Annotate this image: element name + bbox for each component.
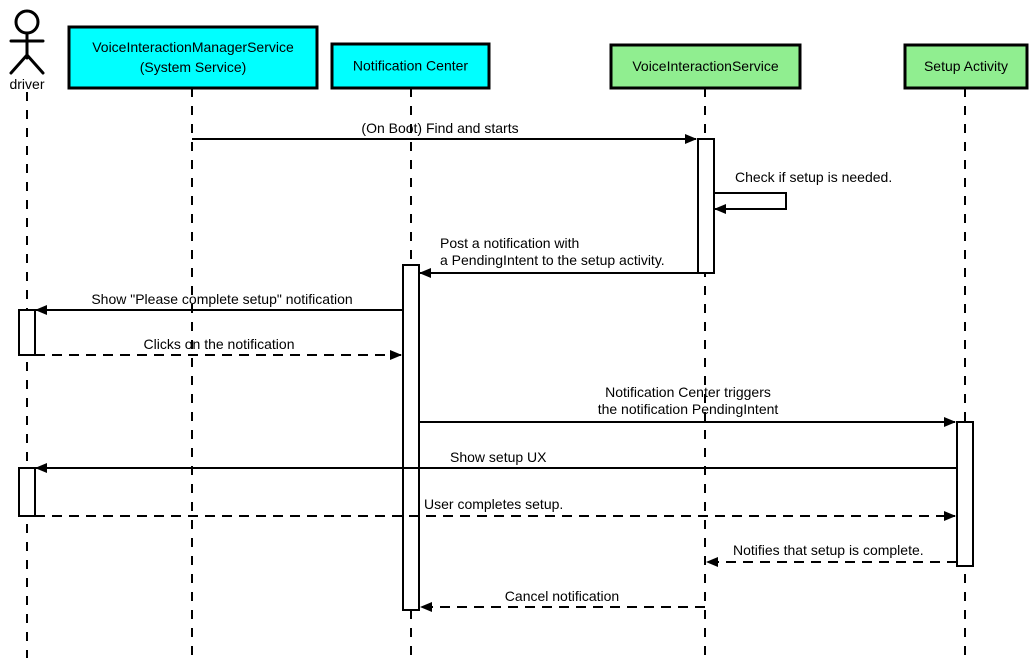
participant-label-vis: VoiceInteractionService <box>632 58 779 74</box>
message-label: Post a notification with <box>440 235 579 251</box>
message-msg-cancel-notification[interactable]: Cancel notification <box>420 588 705 612</box>
participant-box-vims[interactable]: VoiceInteractionManagerService (System Se… <box>67 25 319 90</box>
activation-bar-vis <box>697 138 715 274</box>
message-label: Clicks on the notification <box>144 336 295 352</box>
message-label: Cancel notification <box>505 588 619 604</box>
activation-bar-driver <box>18 467 36 517</box>
activation-bar-setup_activity <box>956 421 974 567</box>
participant-box-rect-notification_center <box>330 42 491 90</box>
message-arrow-self <box>714 192 787 214</box>
actor-head-icon <box>14 9 40 35</box>
message-msg-user-completes-setup[interactable]: User completes setup. <box>35 496 956 521</box>
message-label: the notification PendingIntent <box>598 401 779 417</box>
message-msg-notifies-complete[interactable]: Notifies that setup is complete. <box>706 542 957 567</box>
message-msg-clicks-notification[interactable]: Clicks on the notification <box>35 336 402 360</box>
message-label: Show setup UX <box>450 449 547 465</box>
participant-label-setup_activity: Setup Activity <box>924 58 1008 74</box>
participant-box-notification_center[interactable]: Notification Center <box>330 42 491 90</box>
activation-bar-driver <box>18 309 36 356</box>
message-msg-show-setup-ux[interactable]: Show setup UX <box>35 449 957 473</box>
message-label: User completes setup. <box>424 496 563 512</box>
actor-label-driver: driver <box>9 76 44 92</box>
message-msg-check-setup[interactable]: Check if setup is needed. <box>714 169 892 214</box>
participant-box-setup_activity[interactable]: Setup Activity <box>903 43 1029 90</box>
activation-bar-notification_center <box>402 264 420 611</box>
message-label: Notifies that setup is complete. <box>733 542 924 558</box>
participant-box-vis[interactable]: VoiceInteractionService <box>609 43 802 90</box>
participant-box-rect-setup_activity <box>903 43 1029 90</box>
message-label: (On Boot) Find and starts <box>361 120 518 136</box>
message-label: Check if setup is needed. <box>735 169 892 185</box>
message-label: a PendingIntent to the setup activity. <box>440 252 665 268</box>
participant-label-vims: VoiceInteractionManagerService <box>92 39 294 55</box>
message-label: Notification Center triggers <box>605 384 771 400</box>
participant-boxes-layer: driver VoiceInteractionManagerService (Sys… <box>9 9 1029 92</box>
participant-label-notification_center: Notification Center <box>353 58 469 74</box>
message-msg-on-boot[interactable]: (On Boot) Find and starts <box>192 120 697 144</box>
participant-box-rect-vis <box>609 43 802 90</box>
activation-bars-layer <box>18 138 974 611</box>
actor-leg-left-icon <box>9 53 29 75</box>
message-label: Show "Please complete setup" notificatio… <box>91 291 352 307</box>
message-msg-show-notification[interactable]: Show "Please complete setup" notificatio… <box>35 291 403 315</box>
actor-driver[interactable]: driver <box>9 9 45 92</box>
participant-box-rect-vims <box>67 25 319 90</box>
actor-leg-right-icon <box>25 53 45 75</box>
participant-sublabel-vims: (System Service) <box>140 59 247 75</box>
